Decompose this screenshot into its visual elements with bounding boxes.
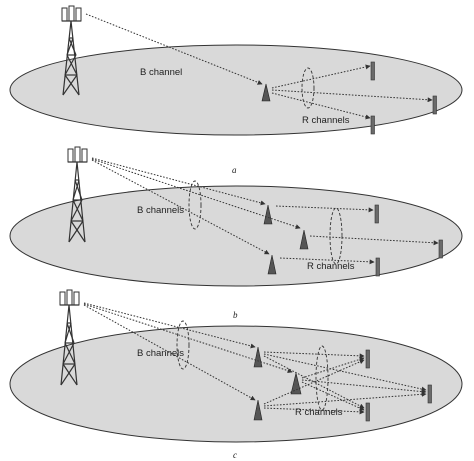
- b-channels-label: B channels: [137, 205, 184, 216]
- coverage-plane: [9, 185, 463, 287]
- r-link-arrow: [271, 92, 371, 120]
- terminal-icon: [365, 349, 370, 369]
- base-station-icon: [59, 289, 80, 386]
- r-link-arrow: [263, 353, 427, 392]
- r-link-arrow: [263, 351, 365, 359]
- coverage-plane: [9, 325, 463, 443]
- panel-caption: b: [233, 310, 238, 320]
- r-link-arrow: [301, 379, 427, 395]
- terminal-icon: [427, 384, 432, 404]
- r-link-arrow: [263, 407, 365, 415]
- b-link-arrow: [91, 159, 270, 255]
- r-channels-label: R channels: [307, 261, 355, 272]
- b-link-arrow: [83, 304, 256, 401]
- terminal-icon: [365, 402, 370, 422]
- b-link-arrow: [83, 303, 293, 374]
- relay-node-icon: [267, 254, 277, 275]
- r-link-arrow: [263, 359, 365, 405]
- r-link-arrow: [263, 391, 427, 407]
- b-link-arrow: [85, 13, 263, 85]
- b-channel-label: B channel: [140, 67, 182, 78]
- terminal-icon: [374, 204, 379, 224]
- base-station-icon: [67, 146, 88, 243]
- coverage-plane: [9, 44, 463, 136]
- panel-c: B channels R channels c: [9, 289, 463, 460]
- r-channels-label: R channels: [302, 115, 350, 126]
- panel-caption: c: [233, 450, 237, 460]
- relay-node-icon: [290, 372, 302, 395]
- b-link-arrow: [91, 157, 266, 206]
- r-channel-group-ring: [329, 207, 343, 265]
- base-station-icon: [61, 5, 82, 96]
- r-channels-label: R channels: [295, 407, 343, 418]
- terminal-icon: [375, 257, 380, 277]
- r-link-arrow: [271, 89, 433, 103]
- terminal-icon: [438, 239, 443, 259]
- panel-a: B channel R channels a: [9, 5, 463, 175]
- r-link-arrow: [309, 235, 439, 246]
- relay-node-icon: [263, 204, 273, 225]
- b-link-arrow: [83, 302, 256, 349]
- relay-node-icon: [261, 83, 271, 102]
- r-link-arrow: [271, 64, 371, 89]
- terminal-icon: [370, 61, 375, 81]
- panel-caption: a: [232, 165, 237, 175]
- r-link-arrow: [301, 356, 365, 379]
- b-channel-group-ring: [188, 180, 202, 230]
- panel-b: B channels R channels b: [9, 146, 463, 320]
- relay-node-icon: [253, 399, 263, 421]
- terminal-icon: [370, 115, 375, 135]
- terminal-icon: [432, 95, 437, 115]
- relay-node-icon: [299, 229, 309, 250]
- r-channel-group-ring: [301, 67, 315, 109]
- r-channel-group-ring: [315, 345, 329, 411]
- b-link-arrow: [91, 158, 301, 229]
- b-channel-group-ring: [176, 320, 190, 370]
- relay-node-icon: [253, 346, 263, 368]
- r-link-arrow: [275, 205, 374, 213]
- b-channels-label: B channels: [137, 348, 184, 359]
